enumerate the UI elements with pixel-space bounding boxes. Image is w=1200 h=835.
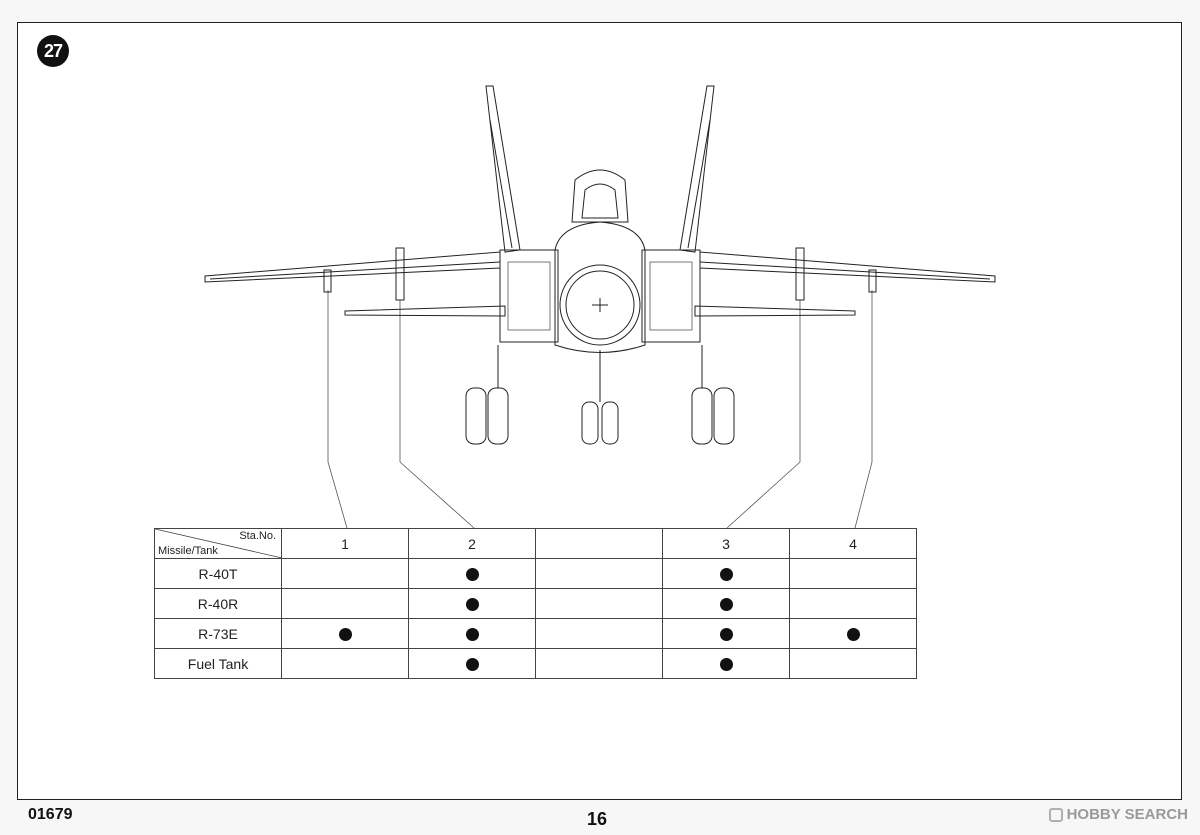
mark-cell: [408, 558, 536, 589]
mount-dot-icon: [465, 658, 479, 672]
mount-dot-icon: [846, 628, 860, 642]
mark-cell: [535, 588, 663, 619]
row-label: R-40T: [154, 558, 282, 589]
mount-dot-icon: [719, 658, 733, 672]
mark-cell: [662, 558, 790, 589]
station-header: [535, 528, 663, 559]
vertical-tails: [485, 85, 715, 253]
station-header: 4: [789, 528, 917, 559]
landing-gear: [465, 345, 735, 445]
mark-cell: [408, 618, 536, 649]
mount-dot-icon: [719, 628, 733, 642]
watermark-text: HOBBY SEARCH: [1066, 806, 1188, 823]
mark-cell: [662, 648, 790, 679]
table-row: Fuel Tank: [154, 648, 917, 679]
mark-cell: [408, 648, 536, 679]
mark-cell: [281, 588, 409, 619]
mark-cell: [789, 648, 917, 679]
station-header: 1: [281, 528, 409, 559]
mark-cell: [535, 618, 663, 649]
mount-dot-icon: [719, 568, 733, 582]
mark-cell: [662, 618, 790, 649]
mark-cell: [789, 558, 917, 589]
stabilizers: [344, 305, 856, 317]
table-corner-header: Sta.No. Missile/Tank: [154, 528, 282, 559]
station-leader-lines: [327, 290, 873, 529]
row-label: R-73E: [154, 618, 282, 649]
table-row: R-73E: [154, 618, 917, 649]
page-number: 16: [587, 809, 608, 829]
mark-cell: [535, 648, 663, 679]
station-header: 3: [662, 528, 790, 559]
table-row: R-40T: [154, 558, 917, 589]
mark-cell: [535, 558, 663, 589]
mount-dot-icon: [465, 598, 479, 612]
hobby-search-logo-icon: [1048, 807, 1063, 822]
mark-cell: [789, 618, 917, 649]
table-header-row: Sta.No. Missile/Tank 1 2 3 4: [154, 528, 917, 559]
mount-dot-icon: [338, 628, 352, 642]
canopy: [571, 169, 629, 223]
mount-dot-icon: [465, 628, 479, 642]
mark-cell: [281, 558, 409, 589]
main-wings: [204, 251, 996, 283]
weapon-loadout-table: Sta.No. Missile/Tank 1 2 3 4 R-40T R-40R…: [154, 528, 917, 679]
corner-diagonal: [155, 529, 282, 558]
kit-code: 01679: [28, 806, 73, 823]
watermark: HOBBY SEARCH: [1048, 806, 1188, 823]
mount-dot-icon: [465, 568, 479, 582]
station-header-label: Sta.No.: [239, 530, 276, 542]
radome: [559, 264, 641, 346]
step-number-badge: 27: [37, 35, 69, 67]
fuselage: [499, 221, 701, 353]
mark-cell: [281, 618, 409, 649]
row-label: Fuel Tank: [154, 648, 282, 679]
mark-cell: [662, 588, 790, 619]
row-label: R-40R: [154, 588, 282, 619]
item-header-label: Missile/Tank: [158, 545, 218, 557]
mark-cell: [281, 648, 409, 679]
mark-cell: [408, 588, 536, 619]
station-header: 2: [408, 528, 536, 559]
mount-dot-icon: [719, 598, 733, 612]
mark-cell: [789, 588, 917, 619]
wing-pylons: [323, 247, 877, 301]
table-row: R-40R: [154, 588, 917, 619]
